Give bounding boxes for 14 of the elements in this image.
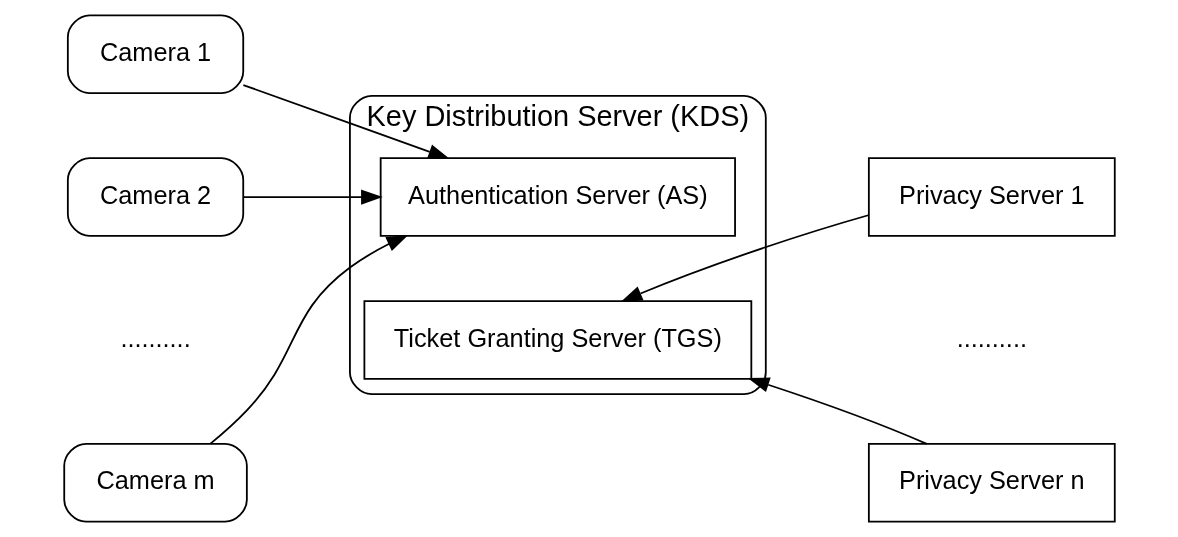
label: ..........: [956, 323, 1027, 352]
node-box: Authentication Server (AS): [379, 157, 736, 237]
node-box: Camera 1: [66, 14, 244, 94]
arrow: [209, 234, 408, 445]
node-box: Camera m: [62, 443, 248, 523]
node-box: Privacy Server n: [867, 443, 1116, 523]
arrow: [747, 377, 928, 445]
label: ..........: [119, 323, 191, 352]
arrow: [241, 189, 383, 205]
arrow: [620, 214, 869, 302]
arrow: [241, 84, 450, 160]
node-box: Privacy Server 1: [867, 157, 1116, 237]
node-box: Ticket Granting Server (TGS): [363, 300, 752, 380]
node-box: Camera 2: [66, 157, 244, 237]
